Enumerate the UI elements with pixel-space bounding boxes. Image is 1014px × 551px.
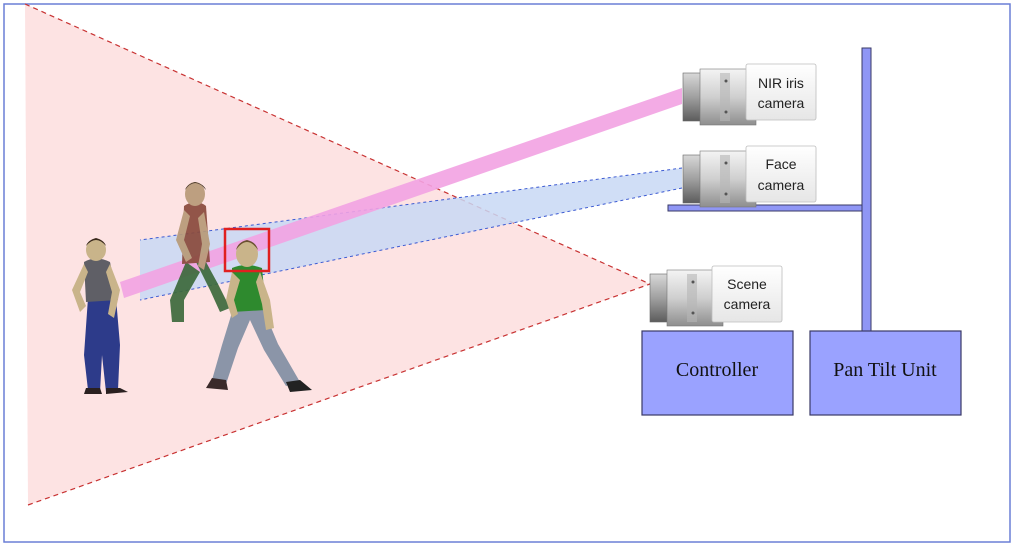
scene-camera	[649, 265, 783, 327]
nir-camera-label-line1: NIR iris	[758, 75, 804, 91]
face-target-box	[223, 227, 271, 273]
controller-label: Controller	[676, 359, 759, 381]
face-beam-edge-bottom	[139, 187, 683, 301]
face-camera-label-line1: Face	[765, 156, 796, 172]
scene-fov-edge-bottom	[27, 283, 651, 506]
scene-camera-label-line1: Scene	[727, 276, 767, 292]
pan-tilt-unit-box	[809, 330, 962, 416]
mount-shelf	[667, 204, 863, 212]
nir-iris-camera	[682, 63, 817, 126]
nir-camera-label-line2: camera	[758, 95, 805, 111]
scene-fov-edge-top	[24, 3, 651, 285]
controller-box	[641, 330, 794, 416]
mount-pole	[861, 47, 872, 333]
scene-camera-label-line2: camera	[724, 296, 771, 312]
person-walking-background	[170, 182, 230, 322]
face-camera	[682, 145, 817, 208]
face-camera-label-line2: camera	[758, 177, 805, 193]
person-standing	[72, 238, 128, 394]
person-walking-target	[206, 240, 312, 392]
face-camera-beam	[140, 168, 682, 300]
face-beam-edge-top	[139, 167, 683, 241]
pan-tilt-unit-label: Pan Tilt Unit	[833, 359, 937, 381]
nir-camera-beam	[120, 88, 682, 298]
